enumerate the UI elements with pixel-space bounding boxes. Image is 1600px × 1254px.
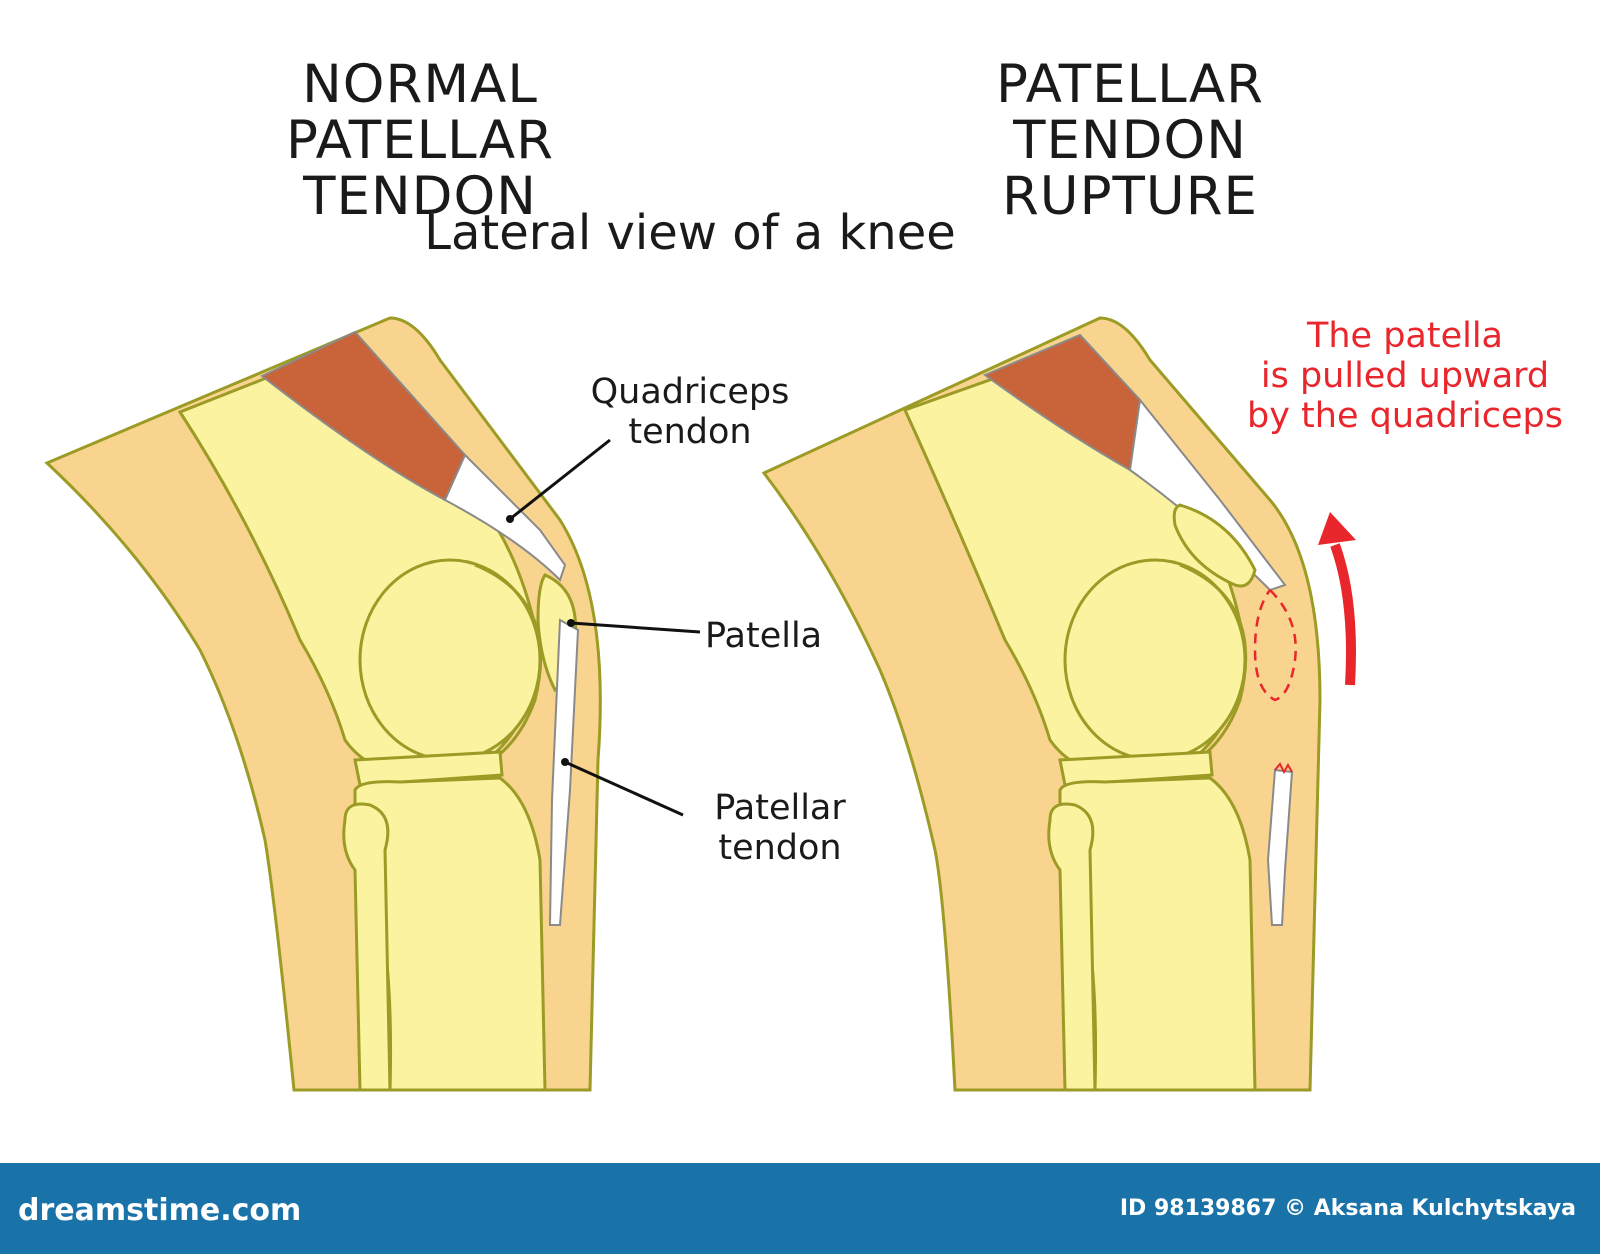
title-normal-line1: NORMAL <box>302 54 538 115</box>
rupture-tibial-plateau <box>1058 750 1214 787</box>
patella-leader <box>570 621 701 634</box>
normal-fibula <box>342 802 392 1092</box>
label-patella: Patella <box>705 616 823 656</box>
normal-knee <box>44 316 701 1092</box>
patella-dot <box>567 619 575 627</box>
label-quadriceps-line2: tendon <box>628 412 752 452</box>
footer-bar: dreamstime.com ID 98139867 © Aksana Kulc… <box>0 1163 1600 1254</box>
title-normal-line2: PATELLAR TENDON <box>286 110 554 227</box>
title-rupture: PATELLAR TENDON RUPTURE <box>880 57 1380 225</box>
label-quadriceps-line1: Quadriceps <box>590 372 790 412</box>
annotation-line1: The patella <box>1306 316 1504 356</box>
label-patellar-tendon: Patellar tendon <box>700 788 860 868</box>
label-quadriceps-tendon: Quadriceps tendon <box>575 372 805 452</box>
annotation-line2: is pulled upward <box>1260 356 1550 396</box>
title-normal: NORMAL PATELLAR TENDON <box>170 57 670 225</box>
label-patellar-line1: Patellar <box>714 788 846 828</box>
annotation-line3: by the quadriceps <box>1246 396 1564 436</box>
normal-tibial-plateau <box>353 750 504 787</box>
subtitle: Lateral view of a knee <box>424 205 956 261</box>
upward-arrow <box>1330 543 1356 686</box>
normal-quadriceps-tendon <box>443 453 567 582</box>
upward-arrow-head <box>1318 512 1356 545</box>
rupture-fibula <box>1047 802 1097 1092</box>
annotation-patella-pulled: The patella is pulled upward by the quad… <box>1230 316 1580 436</box>
brand-logo[interactable]: dreamstime.com <box>18 1193 302 1228</box>
quad-tendon-leader <box>509 438 611 521</box>
patellar-tendon-dot <box>561 758 569 766</box>
image-credit: ID 98139867 © Aksana Kulchytskaya <box>1119 1196 1576 1221</box>
title-rupture-line1: PATELLAR TENDON <box>996 54 1264 171</box>
normal-patellar-tendon <box>548 618 580 926</box>
knee-illustrations <box>44 316 1356 1092</box>
rupture-patella-original-outline <box>1253 589 1297 702</box>
quad-tendon-dot <box>506 515 514 523</box>
rupture-knee <box>761 316 1356 1092</box>
label-patellar-line2: tendon <box>718 828 842 868</box>
rupture-patella-displaced <box>1172 503 1257 588</box>
rupture-tear-edge <box>1274 762 1293 775</box>
patellar-tendon-leader <box>564 760 684 817</box>
title-rupture-line2: RUPTURE <box>1001 166 1259 227</box>
